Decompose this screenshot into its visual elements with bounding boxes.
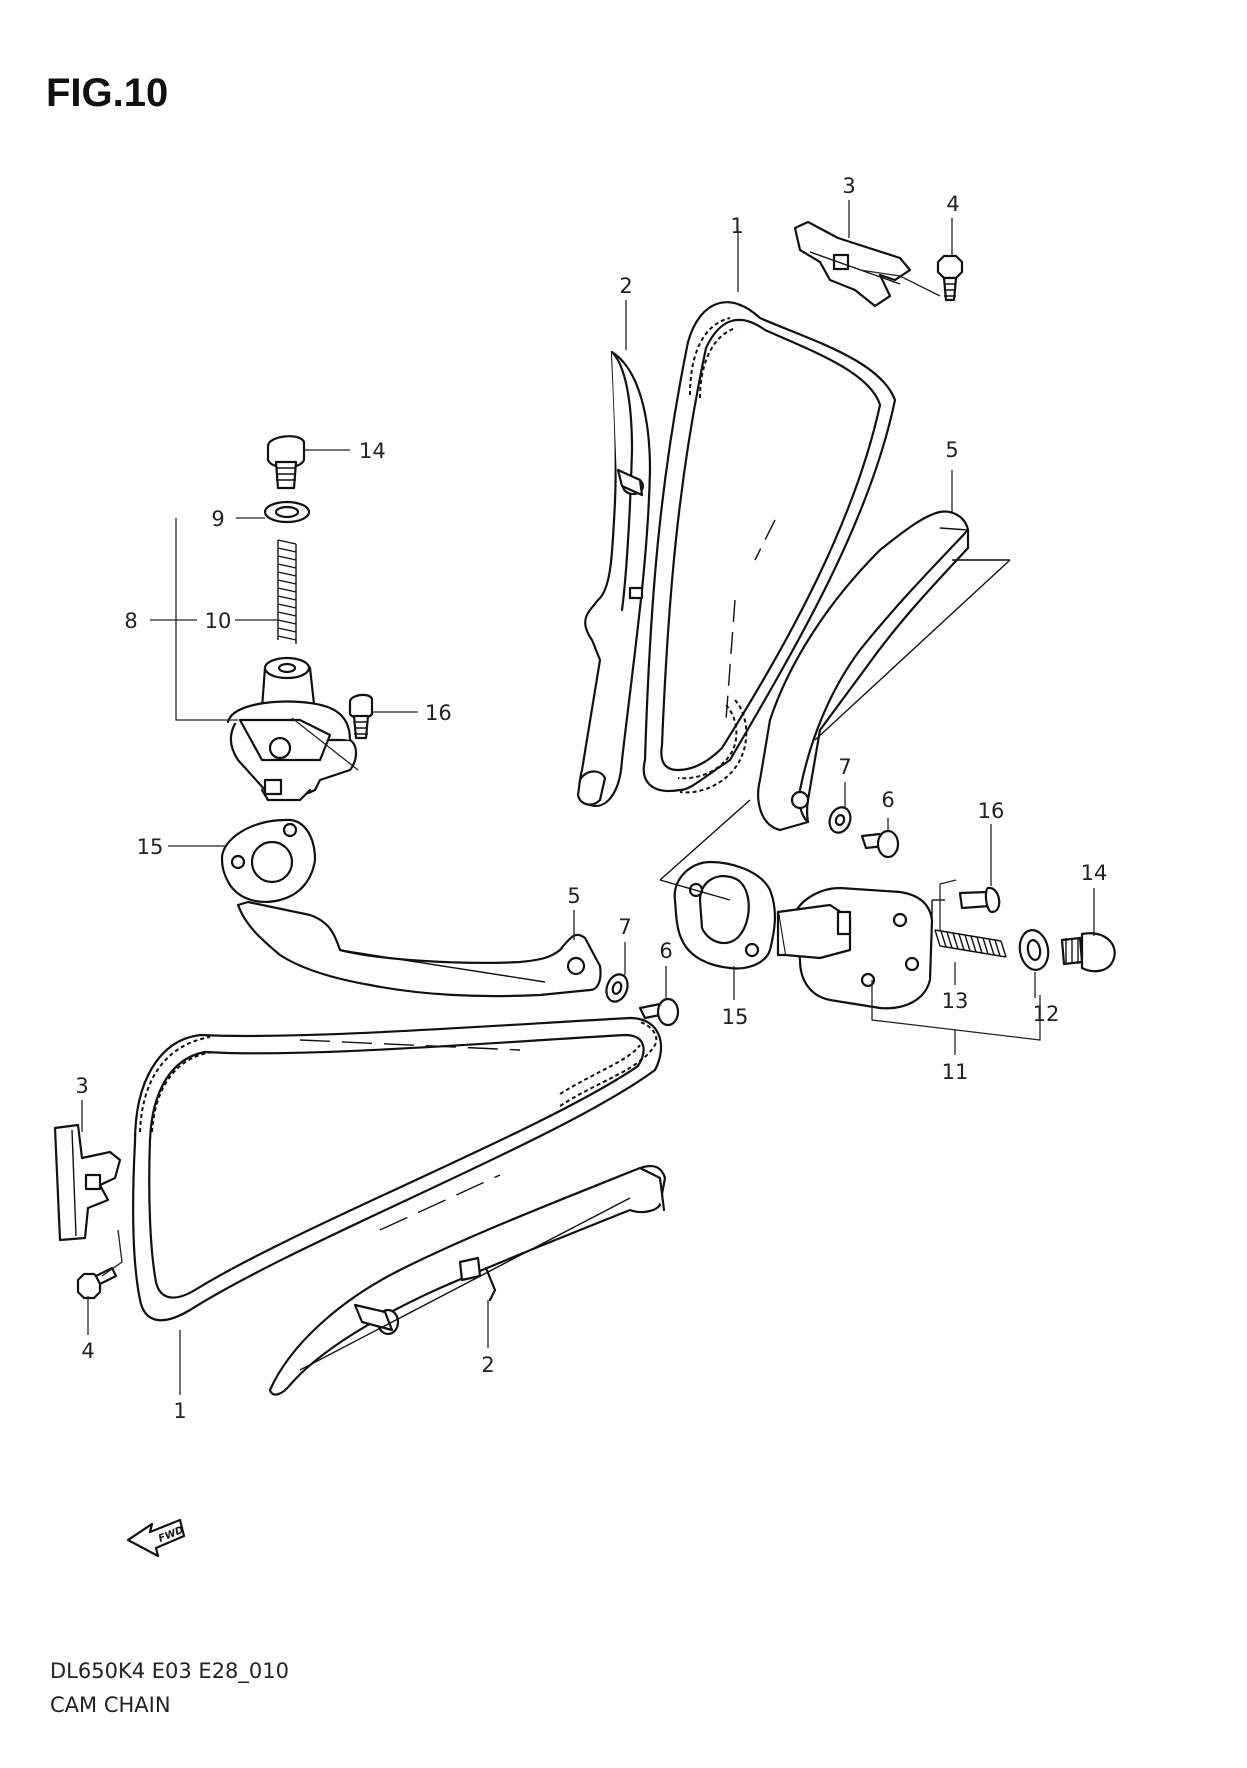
fwd-arrow-icon: FWD	[126, 1518, 185, 1558]
tensioner-body-lower	[776, 886, 945, 1010]
callout-15-lower: 15	[722, 1005, 749, 1029]
callout-16-upper: 16	[425, 701, 452, 725]
spring-13	[934, 929, 1007, 958]
callout-14-upper: 14	[359, 439, 386, 463]
washer-12	[1018, 929, 1050, 971]
callout-7-lower: 7	[618, 915, 631, 939]
bolt-upper	[936, 254, 964, 302]
bolt-6-upper	[860, 829, 900, 859]
gasket-lower	[659, 799, 776, 970]
callout-6-upper: 6	[881, 788, 894, 812]
leader-lines	[81, 200, 1095, 1395]
callout-1-upper: 1	[730, 214, 743, 238]
bolt-16-lower	[958, 886, 1001, 914]
figure-caption: CAM CHAIN	[50, 1693, 171, 1717]
bracket-11	[871, 980, 1041, 1041]
callout-8: 8	[124, 609, 137, 633]
callout-5-upper: 5	[945, 438, 958, 462]
plug-bolt-right	[1060, 932, 1116, 973]
gasket-upper	[220, 818, 317, 903]
bolt-lower	[76, 1229, 123, 1300]
figure-title: FIG.10	[46, 71, 168, 115]
guide-plate-upper	[793, 220, 912, 308]
cam-chain-lower	[132, 1016, 663, 1322]
washer-7-lower	[605, 973, 629, 1003]
callout-4-upper: 4	[946, 192, 959, 216]
spring-10	[277, 539, 297, 644]
callout-13: 13	[942, 989, 969, 1013]
tensioner-adjuster-lower	[236, 900, 602, 998]
guide-plate-lower	[53, 1123, 122, 1242]
chain-guide-lower	[268, 1164, 667, 1396]
callout-12: 12	[1033, 1002, 1060, 1026]
callout-10: 10	[205, 609, 232, 633]
callout-15-upper: 15	[137, 835, 164, 859]
chain-guide-upper	[576, 350, 652, 808]
bolt-16-upper	[348, 693, 374, 740]
callout-9: 9	[211, 507, 224, 531]
callout-2-upper: 2	[619, 274, 632, 298]
callout-2-lower: 2	[481, 1353, 494, 1377]
callout-5-lower: 5	[567, 884, 580, 908]
callout-6-lower: 6	[659, 939, 672, 963]
callout-16-lower: 16	[978, 799, 1005, 823]
cam-chain-upper	[642, 301, 897, 794]
callout-4-lower: 4	[81, 1339, 94, 1363]
bolt-6-lower	[638, 997, 680, 1027]
washer-7-upper	[828, 806, 852, 834]
tensioner-adjuster-upper	[757, 510, 1011, 832]
callout-14-right: 14	[1081, 861, 1108, 885]
callout-11: 11	[942, 1060, 969, 1084]
washer-9	[263, 500, 311, 524]
callout-1-lower: 1	[173, 1399, 186, 1423]
plug-bolt-top	[266, 435, 306, 490]
model-code: DL650K4 E03 E28_010	[50, 1659, 289, 1684]
callout-3-upper: 3	[842, 174, 855, 198]
callout-3-lower: 3	[75, 1074, 88, 1098]
callout-labels: 1 2 3 4 5 14 9 8 10 16 15 7 6 16 14 5 7 …	[75, 174, 1107, 1423]
callout-7-upper: 7	[838, 755, 851, 779]
tensioner-body-upper	[226, 656, 358, 802]
